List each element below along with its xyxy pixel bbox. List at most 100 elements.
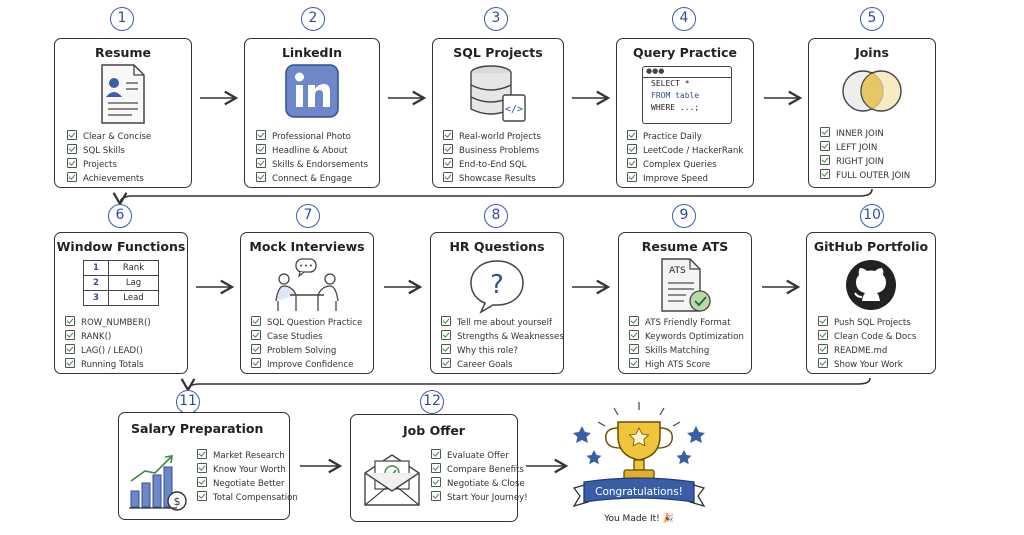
- checkbox-icon: [629, 316, 639, 326]
- svg-text:</>: </>: [505, 104, 523, 115]
- step-title: SQL Projects: [453, 45, 543, 60]
- checkbox-icon: [443, 158, 453, 168]
- checklist-item: SQL Question Practice: [251, 316, 362, 330]
- checkbox-icon: [629, 358, 639, 368]
- checkbox-icon: [443, 130, 453, 140]
- step-number-10: 10: [860, 204, 884, 228]
- step-title: HR Questions: [449, 239, 545, 254]
- step-number-11: 11: [176, 390, 200, 414]
- step-number-4: 4: [672, 7, 696, 31]
- rank-label: Rank: [122, 263, 145, 273]
- checkbox-icon: [251, 358, 261, 368]
- svg-text:?: ?: [490, 270, 504, 300]
- checklist-item: Negotiate Better: [197, 477, 298, 491]
- step-title: Mock Interviews: [249, 239, 365, 254]
- step-card-joins: Joins INNER JOIN LEFT JOIN RIGHT JOIN FU…: [808, 38, 936, 188]
- checkbox-icon: [65, 316, 75, 326]
- checklist-item: INNER JOIN: [820, 127, 910, 141]
- step-checklist: ATS Friendly Format Keywords Optimizatio…: [629, 316, 744, 372]
- rank-label: Lag: [125, 278, 142, 288]
- step-card-github-portfolio: GitHub Portfolio Push SQL Projects Clean…: [806, 232, 936, 374]
- checkbox-icon: [197, 477, 207, 487]
- step-card-salary-preparation: Salary Preparation $ Market Research Kno…: [118, 412, 298, 520]
- arrow-10-11: [180, 377, 871, 393]
- rank-number: 3: [84, 291, 109, 305]
- checklist-item: Push SQL Projects: [818, 316, 916, 330]
- checklist-item: Projects: [67, 158, 151, 172]
- step-title: Resume: [95, 45, 151, 60]
- checklist-item: Showcase Results: [443, 172, 541, 186]
- step-checklist: INNER JOIN LEFT JOIN RIGHT JOIN FULL OUT…: [820, 127, 910, 183]
- checkbox-icon: [820, 169, 830, 179]
- step-title: Joins: [855, 45, 889, 60]
- checkbox-icon: [256, 144, 266, 154]
- checkbox-icon: [67, 144, 77, 154]
- step-checklist: Tell me about yourself Strengths & Weakn…: [441, 316, 564, 372]
- checklist-item: README.md: [818, 344, 916, 358]
- step-number-5: 5: [860, 7, 884, 31]
- checklist-item: RANK(): [65, 330, 151, 344]
- code-window-icon: ●●● SELECT * FROM table WHERE ...;: [642, 66, 732, 124]
- checklist-item: Clean Code & Docs: [818, 330, 916, 344]
- step-title: Salary Preparation: [131, 421, 264, 436]
- step-card-job-offer: Job Offer Evaluate Offer Compare Benefit…: [350, 414, 528, 522]
- checkbox-icon: [627, 144, 637, 154]
- checkbox-icon: [627, 158, 637, 168]
- checkbox-icon: [431, 491, 441, 501]
- checkbox-icon: [629, 330, 639, 340]
- step-checklist: Evaluate Offer Compare Benefits Negotiat…: [431, 449, 528, 505]
- checkbox-icon: [629, 344, 639, 354]
- checklist-item: Professional Photo: [256, 130, 368, 144]
- checkbox-icon: [441, 358, 451, 368]
- checklist-item: Compare Benefits: [431, 463, 528, 477]
- step-checklist: SQL Question Practice Case Studies Probl…: [251, 316, 362, 372]
- svg-text:$: $: [174, 495, 181, 508]
- checkbox-icon: [431, 449, 441, 459]
- checkbox-icon: [197, 463, 207, 473]
- checklist-item: Practice Daily: [627, 130, 743, 144]
- checkbox-icon: [441, 330, 451, 340]
- step-checklist: Market Research Know Your Worth Negotiat…: [197, 449, 298, 505]
- checkbox-icon: [67, 158, 77, 168]
- checklist-item: RIGHT JOIN: [820, 155, 910, 169]
- checklist-item: LAG() / LEAD(): [65, 344, 151, 358]
- code-line: WHERE ...;: [651, 103, 700, 112]
- checklist-item: Evaluate Offer: [431, 449, 528, 463]
- checkbox-icon: [443, 144, 453, 154]
- checkbox-icon: [65, 358, 75, 368]
- checklist-item: Career Goals: [441, 358, 564, 372]
- checklist-item: FULL OUTER JOIN: [820, 169, 910, 183]
- step-title: Job Offer: [403, 423, 465, 438]
- checklist-item: Know Your Worth: [197, 463, 298, 477]
- step-number-9: 9: [672, 204, 696, 228]
- checklist-item: Keywords Optimization: [629, 330, 744, 344]
- checkbox-icon: [818, 330, 828, 340]
- step-number-2: 2: [301, 7, 325, 31]
- checkbox-icon: [627, 130, 637, 140]
- checkbox-icon: [67, 172, 77, 182]
- checkbox-icon: [65, 330, 75, 340]
- checklist-item: Connect & Engage: [256, 172, 368, 186]
- checkbox-icon: [256, 158, 266, 168]
- question-bubble-icon: ?: [431, 255, 563, 337]
- step-checklist: Clear & Concise SQL Skills Projects Achi…: [67, 130, 151, 186]
- checklist-item: Clear & Concise: [67, 130, 151, 144]
- checkbox-icon: [820, 155, 830, 165]
- congratulations-banner-text: Congratulations!: [595, 486, 683, 498]
- checkbox-icon: [256, 130, 266, 140]
- checkbox-icon: [67, 130, 77, 140]
- arrow-5-6: [112, 188, 873, 207]
- checklist-item: Running Totals: [65, 358, 151, 372]
- checklist-item: Improve Confidence: [251, 358, 362, 372]
- step-number-12: 12: [420, 390, 444, 414]
- checklist-item: Achievements: [67, 172, 151, 186]
- linkedin-icon: [245, 61, 379, 143]
- checkbox-icon: [197, 449, 207, 459]
- checklist-item: Business Problems: [443, 144, 541, 158]
- salary-chart-icon: $: [129, 455, 187, 511]
- checkbox-icon: [820, 141, 830, 151]
- checklist-item: LeetCode / HackerRank: [627, 144, 743, 158]
- venn-diagram-icon: [809, 61, 935, 143]
- step-card-query-practice: Query Practice ●●● SELECT * FROM table W…: [616, 38, 754, 188]
